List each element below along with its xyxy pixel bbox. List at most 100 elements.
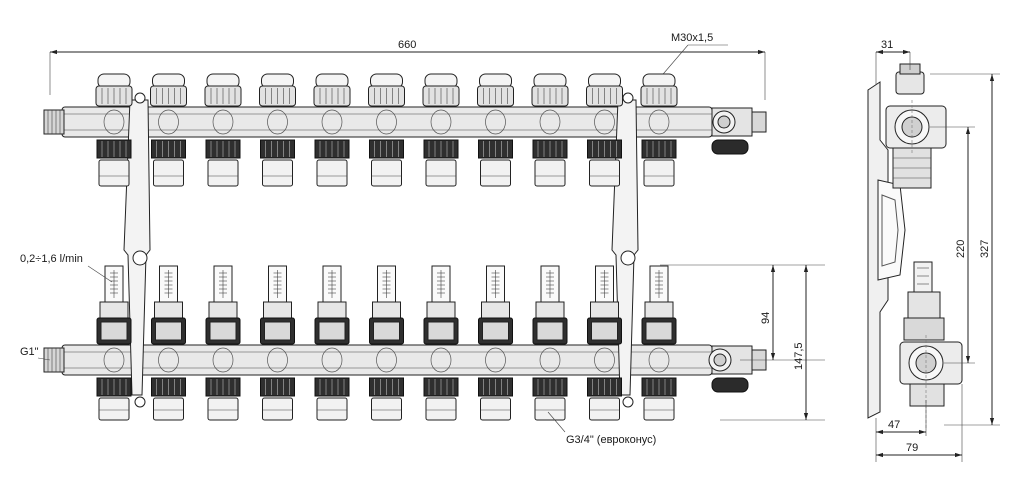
valve-cap	[313, 73, 351, 107]
supply-outlet-fitting	[205, 139, 241, 187]
side-spacing-dimension: 220	[930, 126, 975, 364]
flowmeter	[96, 265, 132, 345]
return-port	[321, 347, 343, 373]
outlet-thread-label: G3/4" (евроконус)	[566, 434, 656, 446]
circuit-3	[204, 73, 242, 421]
axis-offset-dimension: 147,5	[720, 265, 825, 421]
return-port	[430, 347, 452, 373]
supply-manifold	[43, 106, 767, 155]
supply-outlet-fitting	[478, 139, 513, 187]
supply-port	[103, 109, 125, 135]
supply-port	[267, 109, 288, 135]
supply-inlet-fitting	[43, 109, 65, 135]
valve-cap	[640, 73, 678, 107]
valve-cap	[477, 73, 514, 107]
side-return-valve	[899, 261, 963, 407]
valve-cap	[586, 73, 623, 107]
inlet-thread-label: G1"	[20, 346, 39, 358]
return-port	[212, 347, 234, 373]
supply-port	[321, 109, 343, 135]
flowmeter	[260, 265, 295, 345]
valve-cap	[422, 73, 460, 107]
flowmeter	[423, 265, 459, 345]
valve-cap	[95, 73, 133, 107]
return-port	[158, 347, 179, 373]
return-outlet-fitting	[478, 377, 513, 421]
circuit-outlets	[95, 73, 678, 421]
circuit-9	[531, 73, 569, 421]
overall-width-dimension: 660	[49, 39, 766, 100]
side-depth-top-label: 31	[881, 39, 893, 51]
supply-port	[485, 109, 506, 135]
overall-width-label: 660	[398, 39, 416, 51]
front-view: 660 M30x1,5	[20, 32, 825, 446]
valve-cap	[204, 73, 242, 107]
flowmeter-callout: 0,2÷1,6 l/min	[20, 253, 113, 283]
circuit-8	[477, 73, 514, 421]
flowmeter-offset-dimension: 94	[660, 264, 825, 361]
supply-outlet-fitting	[641, 139, 677, 187]
flowmeter	[369, 265, 404, 345]
supply-outlet-fitting	[369, 139, 404, 187]
axis-offset-label: 147,5	[793, 342, 805, 370]
inlet-thread-callout: G1"	[20, 346, 51, 361]
supply-port	[158, 109, 179, 135]
flowmeter	[532, 265, 568, 345]
return-outlet-fitting	[532, 377, 568, 421]
return-outlet-fitting	[151, 377, 186, 421]
return-inlet-fitting	[43, 347, 65, 373]
supply-port	[594, 109, 615, 135]
circuit-7	[422, 73, 460, 421]
return-end-vent	[708, 345, 767, 393]
flowmeter	[205, 265, 241, 345]
side-supply-valve	[885, 63, 947, 189]
return-port	[267, 347, 288, 373]
cap-thread-label: M30x1,5	[671, 32, 713, 44]
valve-cap	[531, 73, 569, 107]
supply-port	[376, 109, 397, 135]
return-port	[594, 347, 615, 373]
supply-outlet-fitting	[587, 139, 622, 187]
flowmeter-range-label: 0,2÷1,6 l/min	[20, 253, 83, 265]
side-view: 31 220 327 47 79	[867, 39, 1000, 462]
outlet-thread-callout: G3/4" (евроконус)	[547, 411, 656, 446]
valve-cap	[259, 73, 296, 107]
supply-outlet-fitting	[96, 139, 132, 187]
supply-port	[212, 109, 234, 135]
circuit-11	[640, 73, 678, 421]
flowmeter	[151, 265, 186, 345]
circuit-1	[95, 73, 133, 421]
side-spacing-label: 220	[955, 240, 967, 258]
return-port	[539, 347, 561, 373]
flowmeter	[478, 265, 513, 345]
circuit-2	[150, 73, 187, 421]
circuit-10	[586, 73, 623, 421]
return-port	[648, 347, 670, 373]
side-height-dimension: 327	[930, 73, 1000, 426]
supply-outlet-fitting	[532, 139, 568, 187]
supply-outlet-fitting	[151, 139, 186, 187]
side-depth-a-label: 47	[888, 419, 900, 431]
flowmeter	[641, 265, 677, 345]
side-depth-b-dimension: 79	[876, 384, 963, 462]
return-outlet-fitting	[423, 377, 459, 421]
supply-port	[430, 109, 452, 135]
return-outlet-fitting	[96, 377, 132, 421]
flowmeter	[587, 265, 622, 345]
return-port	[103, 347, 125, 373]
return-outlet-fitting	[314, 377, 350, 421]
circuit-5	[313, 73, 351, 421]
return-outlet-fitting	[587, 377, 622, 421]
return-port	[485, 347, 506, 373]
return-outlet-fitting	[641, 377, 677, 421]
return-outlet-fitting	[260, 377, 295, 421]
supply-outlet-fitting	[314, 139, 350, 187]
supply-end-vent	[711, 107, 767, 155]
side-depth-top-dimension: 31	[875, 39, 911, 85]
return-outlet-fitting	[369, 377, 404, 421]
supply-port	[648, 109, 670, 135]
valve-cap	[368, 73, 405, 107]
side-depth-b-label: 79	[906, 442, 918, 454]
circuit-4	[259, 73, 296, 421]
